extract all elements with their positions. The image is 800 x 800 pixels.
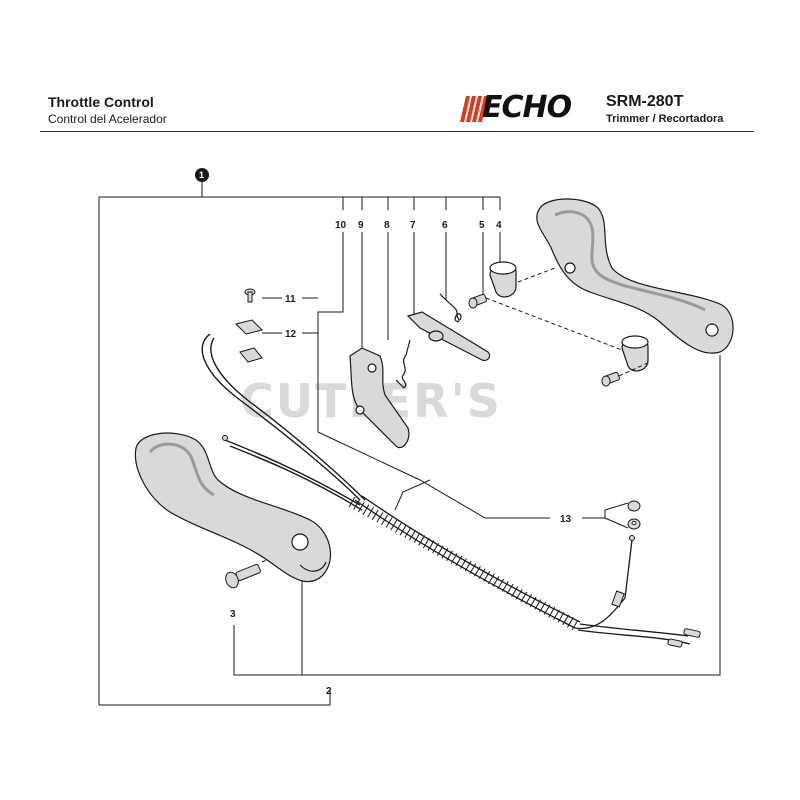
coil-segment	[348, 496, 356, 508]
echo-logo: ECHO	[452, 90, 598, 126]
callout-4: 4	[496, 220, 502, 231]
callout-2: 2	[326, 686, 332, 697]
coil-segment	[460, 558, 467, 569]
callout-11: 11	[285, 294, 296, 305]
coil-segment	[371, 509, 379, 521]
callout-9: 9	[358, 220, 364, 231]
model-number: SRM-280T	[606, 93, 684, 110]
assembly-bracket	[98, 182, 721, 706]
page-header: Throttle Control Control del Acelerador …	[0, 0, 800, 135]
coil-segment	[525, 594, 532, 605]
coil-segment	[515, 588, 523, 600]
right-handle-half-part	[536, 198, 734, 354]
coil-segment	[566, 617, 574, 628]
callout-7: 7	[410, 220, 416, 231]
callout-13: 13	[560, 514, 572, 525]
coil-segment	[353, 499, 361, 510]
coil-segment	[501, 581, 509, 592]
bolt-part	[225, 563, 261, 589]
header-divider	[40, 131, 754, 132]
leader-lines	[233, 197, 629, 676]
coil-segment	[478, 568, 486, 580]
coil-segment	[539, 601, 546, 613]
coil-segment	[436, 545, 444, 556]
coil-segment	[362, 504, 370, 515]
stop-switch-wire-part	[201, 333, 366, 511]
page-title: Throttle Control	[48, 94, 154, 110]
coil-segment	[455, 555, 463, 567]
coil-segment	[469, 563, 477, 574]
brand-name: ECHO	[482, 90, 572, 125]
coil-segment	[497, 578, 505, 590]
coil-segment	[571, 619, 579, 631]
page-subtitle: Control del Acelerador	[48, 112, 167, 126]
coil-segment	[376, 512, 384, 523]
coil-segment	[441, 547, 449, 559]
coil-segment	[357, 501, 365, 513]
coil-segment	[422, 537, 430, 549]
callout-12: 12	[285, 329, 297, 340]
cable-coil-part	[348, 496, 579, 631]
coil-segment	[492, 576, 500, 587]
callout-assembly: 1	[199, 170, 204, 180]
coil-segment	[432, 542, 440, 554]
coil-segment	[552, 609, 560, 621]
coil-segment	[399, 524, 407, 536]
coil-segment	[390, 519, 398, 531]
coil-segment	[483, 571, 491, 582]
callout-3: 3	[230, 609, 236, 620]
coil-segment	[408, 530, 416, 541]
coil-segment	[520, 591, 528, 603]
callout-10: 10	[335, 220, 347, 231]
switch-plate-part	[235, 319, 263, 363]
logo-stripes-icon	[460, 96, 488, 122]
left-handle-half-part	[134, 432, 332, 583]
assembly-callout-marker	[195, 168, 209, 182]
coil-segment	[450, 553, 458, 564]
coil-segment	[464, 560, 472, 572]
coil-segment	[562, 614, 570, 626]
coil-segment	[385, 517, 393, 528]
torsion-spring-part	[439, 293, 462, 323]
coil-segment	[404, 527, 412, 539]
callout-8: 8	[384, 220, 390, 231]
coil-segment	[367, 506, 375, 518]
coil-segment	[427, 540, 435, 551]
callout-6: 6	[442, 220, 448, 231]
callout-5: 5	[479, 220, 485, 231]
lockout-lever-part	[406, 311, 491, 361]
small-screw-part	[244, 288, 256, 303]
cable-ends-part	[222, 435, 701, 648]
coil-segment	[413, 532, 421, 544]
throttle-trigger-part	[349, 347, 410, 449]
coil-segment	[548, 606, 556, 618]
coil-segment	[557, 612, 565, 623]
return-spring-part	[395, 339, 411, 389]
coil-segment	[418, 535, 426, 546]
coil-segment	[506, 583, 514, 595]
model-description: Trimmer / Recortadora	[606, 113, 724, 125]
coil-segment	[381, 514, 388, 526]
screw-part	[468, 293, 620, 387]
coil-segment	[446, 550, 453, 562]
clamp-ring-part	[489, 261, 649, 372]
coil-segment	[529, 596, 537, 608]
coil-segment	[543, 604, 551, 615]
coil-segment	[511, 586, 519, 597]
coil-segment	[534, 599, 542, 610]
coil-segment	[395, 522, 402, 533]
coil-segment	[487, 573, 495, 585]
nut-part	[627, 500, 641, 530]
coil-segment	[474, 565, 481, 577]
